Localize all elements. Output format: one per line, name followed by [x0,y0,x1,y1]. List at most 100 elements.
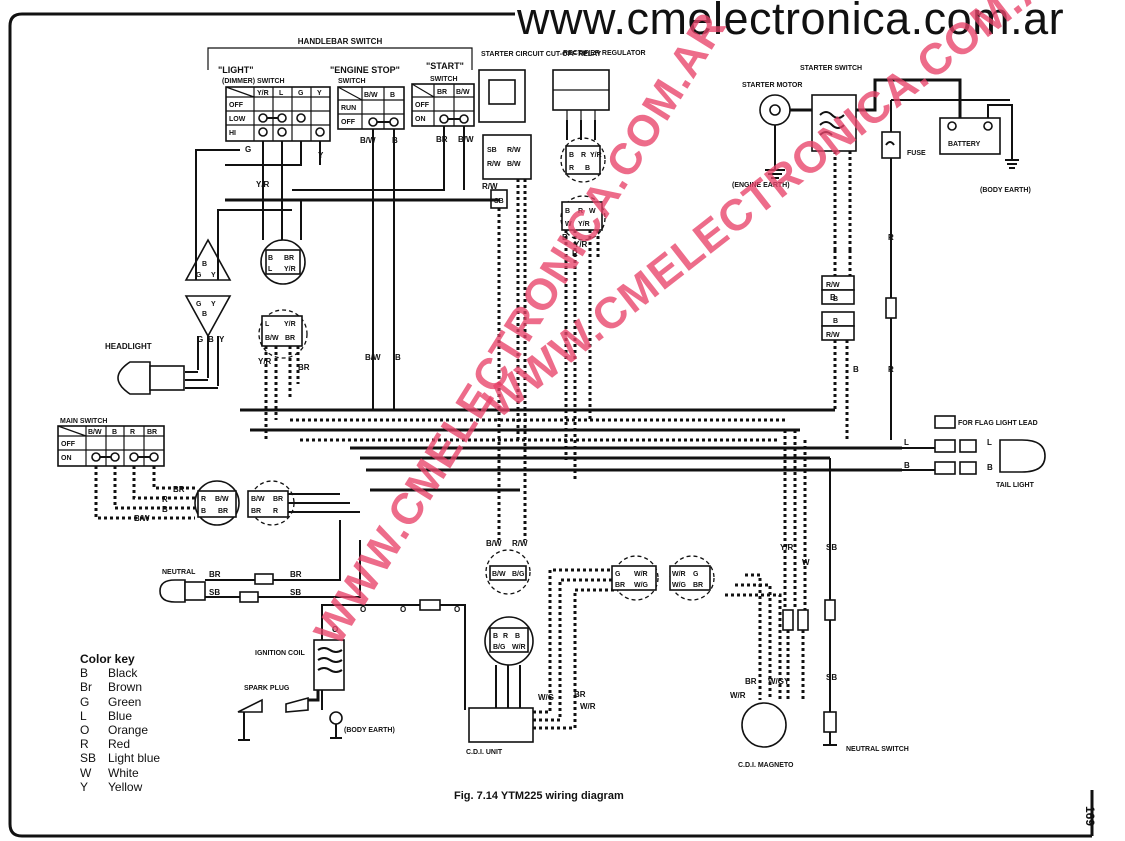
svg-text:Y/R: Y/R [590,152,602,159]
wire-label-bw2: B/W [458,135,474,144]
color-code: G [80,694,90,709]
svg-text:R: R [273,508,278,515]
svg-text:B: B [202,261,207,268]
handlebar-bracket [207,47,473,70]
neutral-label: NEUTRAL [162,569,196,576]
wire-label-y: Y [318,151,324,160]
svg-text:BR: BR [218,508,228,515]
wire-label-g: G [245,145,251,154]
color-code: B [80,666,89,681]
engine-stop-subtitle: SWITCH [338,78,366,85]
wire-label-sb-neutral: SB [209,588,220,597]
engine-earth-label: (ENGINE EARTH) [732,182,790,189]
connector-feed [262,200,302,240]
wire-label-r-rect: R [572,249,578,258]
main-switch-table: B/W B R BR OFF ON [57,425,165,467]
body-earth-label: (BODY EARTH) [980,187,1031,194]
color-code: R [80,737,89,752]
wire-label-b-head: B [208,335,214,344]
svg-text:B/W: B/W [507,161,521,168]
page-number: 169 [1083,806,1097,827]
svg-text:W/R: W/R [634,571,648,578]
color-code: Y [80,779,89,794]
wire-label-br-cdi: BR [574,690,586,699]
ignition-coil [313,639,345,691]
light-row-off: OFF [229,102,244,109]
svg-text:R: R [503,633,508,640]
figure-caption: Fig. 7.14 YTM225 wiring diagram [454,790,624,802]
svg-text:R: R [578,208,583,215]
wire-label-bw-main: B/W [134,514,150,523]
wire-label-b-lamp: B [987,463,993,472]
wire-label-b-rect: B [562,233,568,242]
svg-text:R: R [201,496,206,503]
svg-text:Y/R: Y/R [284,266,296,273]
tail-light [999,439,1046,473]
svg-text:W: W [589,208,596,215]
svg-text:Y/R: Y/R [578,221,590,228]
color-name: Orange [108,723,149,738]
main-switch-title: MAIN SWITCH [60,418,107,425]
wire-label-rw: R/W [482,182,498,191]
charging-lower [786,630,805,700]
wire-label-yr: Y/R [256,180,270,189]
svg-text:B/W: B/W [251,496,265,503]
main-col-b: B [112,429,117,436]
neutral-switch-connector [824,599,836,621]
light-switch-title: "LIGHT" [218,65,254,75]
wire-label-sb-neutral-2: SB [290,588,301,597]
svg-text:B: B [565,208,570,215]
charging-wires [783,430,807,610]
wire-label-bw-mid: B/W [365,353,381,362]
wire-label-yr-rect: Y/R [574,240,588,249]
spark-plug-label: SPARK PLUG [244,685,290,692]
svg-text:Y: Y [211,301,216,308]
wire-label-sb-ns: SB [826,543,837,552]
start-switch-subtitle: SWITCH [430,76,458,83]
main-row-on: ON [61,455,72,462]
wire-label-bw: B/W [360,136,376,145]
wire-label-rw-cdi: R/W [512,539,528,548]
battery-label: BATTERY [948,141,981,148]
engine-stop-row-off: OFF [341,119,356,126]
main-col-r: R [130,429,135,436]
wire-label-br-main: BR [173,485,185,494]
color-name: Black [108,666,138,681]
color-code: O [80,723,90,738]
svg-text:B: B [493,633,498,640]
rectifier-leads [566,120,596,140]
engine-stop-col-b: B [390,92,395,99]
wire-label-yr-mag: Y/R [780,543,794,552]
wire-label-br: BR [436,135,448,144]
starter-lower-wires [833,250,852,440]
main-switch-wires [94,466,195,520]
starter-switch-label: STARTER SWITCH [800,65,862,72]
svg-text:W/R: W/R [512,644,526,651]
orange-connector [419,599,441,611]
wire-label-w-mag: W [802,558,810,567]
headlight-label: HEADLIGHT [105,342,152,351]
wire-label-b: B [392,136,398,145]
wire-label-g-head: G [197,335,203,344]
wire-label-sb-ns-2: SB [826,673,837,682]
svg-text:B: B [201,508,206,515]
svg-text:Y: Y [211,272,216,279]
main-harness-dashed [290,418,785,442]
main-connector-wires [288,493,360,513]
light-switch-wires [225,141,321,210]
page-frame [8,12,1092,838]
wire-label-o4: O [332,625,338,634]
headlight-wires [185,336,219,389]
wire-label-b-mid: B [395,353,401,362]
wire-label-o3: O [454,605,460,614]
svg-text:BR: BR [251,508,261,515]
svg-text:BR: BR [285,335,295,342]
light-row-hi: HI [229,130,236,137]
